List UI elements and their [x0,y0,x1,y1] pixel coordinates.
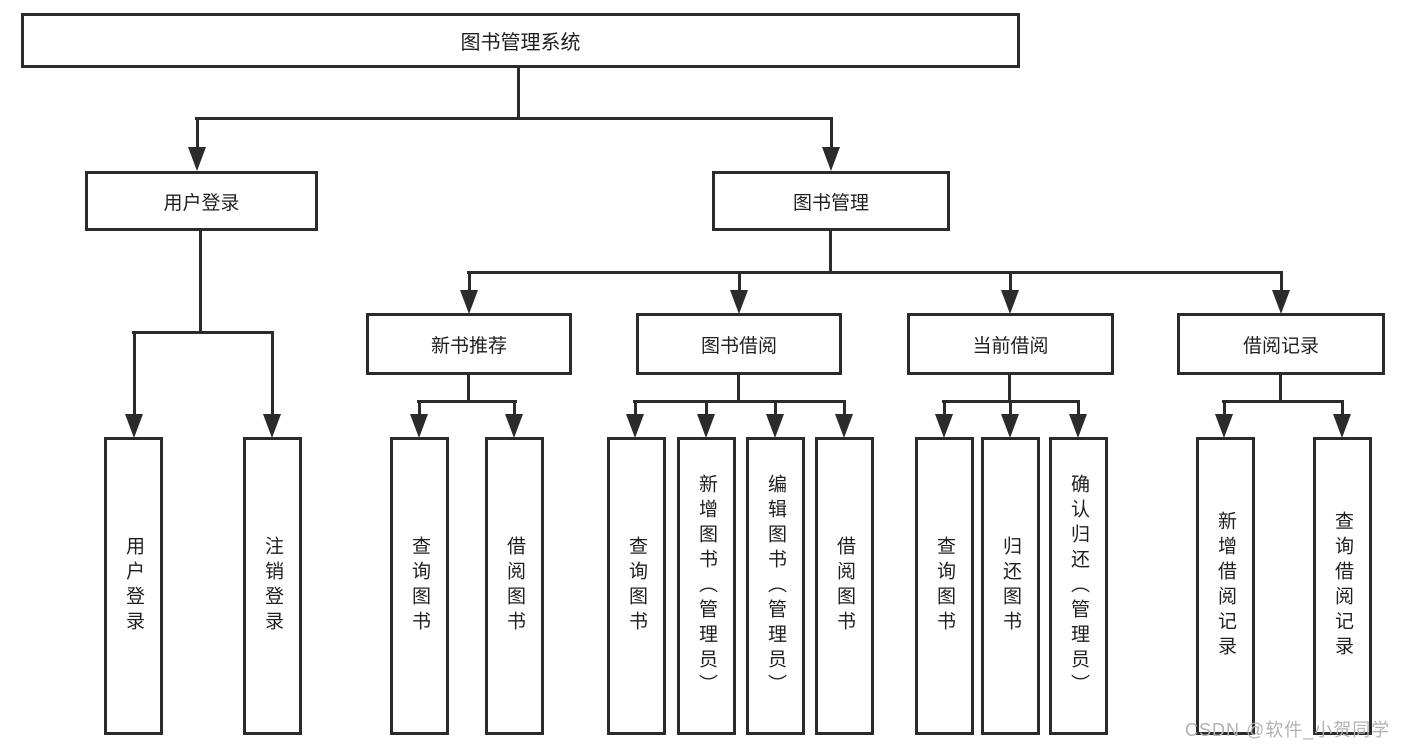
node-new-book-recommend: 新书推荐 [366,313,572,375]
connector-line [417,400,517,403]
connector-line [199,231,202,334]
arrowhead-icon [1333,414,1351,438]
arrowhead-icon [822,147,840,171]
arrowhead-icon [935,414,953,438]
arrowhead-icon [730,290,748,314]
leaf-user-login: 用户登录 [104,437,163,735]
arrow-stem [842,400,846,418]
connector-arrow-down [766,400,784,438]
connector-arrow-down [935,400,953,438]
node-user-login: 用户登录 [85,171,318,231]
leaf-return-books: 归还图书 [981,437,1040,735]
arrow-stem [512,400,516,418]
connector-line [132,331,274,334]
connector-line [517,68,520,118]
leaf-query-books-1: 查询图书 [390,437,449,735]
arrowhead-icon [505,414,523,438]
arrow-stem [1008,271,1012,294]
arrow-stem [132,331,136,418]
connector-line [633,400,846,403]
connector-line [1279,375,1282,403]
arrow-stem [829,117,833,151]
leaf-query-books-3: 查询图书 [915,437,974,735]
connector-arrow-down [460,271,478,314]
leaf-query-borrow-record: 查询借阅记录 [1313,437,1372,735]
arrow-stem [1340,400,1344,418]
connector-line [1008,375,1011,403]
leaf-borrow-books-2: 借阅图书 [815,437,874,735]
connector-line [737,375,740,403]
arrowhead-icon [460,290,478,314]
node-borrow-records: 借阅记录 [1177,313,1385,375]
leaf-logout: 注销登录 [243,437,302,735]
connector-arrow-down [410,400,428,438]
arrow-stem [1076,400,1080,418]
arrowhead-icon [1215,414,1233,438]
arrowhead-icon [835,414,853,438]
connector-line [467,375,470,403]
arrowhead-icon [1069,414,1087,438]
arrowhead-icon [1272,290,1290,314]
arrow-stem [633,400,637,418]
arrowhead-icon [626,414,644,438]
connector-arrow-down [1333,400,1351,438]
arrow-stem [737,271,741,294]
arrowhead-icon [188,147,206,171]
connector-arrow-down [697,400,715,438]
connector-arrow-down [1272,271,1290,314]
arrowhead-icon [1001,290,1019,314]
leaf-borrow-books-1: 借阅图书 [485,437,544,735]
connector-arrow-down [188,117,206,171]
arrow-stem [1008,400,1012,418]
node-library-system: 图书管理系统 [21,13,1020,68]
arrow-stem [773,400,777,418]
arrowhead-icon [125,414,143,438]
arrow-stem [417,400,421,418]
leaf-add-books-admin: 新增图书（管理员） [677,437,736,735]
arrowhead-icon [410,414,428,438]
connector-line [1222,400,1344,403]
connector-arrow-down [263,331,281,438]
connector-arrow-down [1069,400,1087,438]
watermark-text: CSDN @软件_小贺同学 [1185,720,1391,740]
connector-arrow-down [1001,400,1019,438]
leaf-query-books-2: 查询图书 [607,437,666,735]
arrow-stem [270,331,274,418]
connector-line [467,271,1283,274]
arrowhead-icon [697,414,715,438]
connector-arrow-down [626,400,644,438]
arrow-stem [195,117,199,151]
connector-arrow-down [1215,400,1233,438]
connector-arrow-down [125,331,143,438]
node-current-borrowing: 当前借阅 [907,313,1114,375]
leaf-edit-books-admin: 编辑图书（管理员） [746,437,805,735]
connector-arrow-down [730,271,748,314]
connector-arrow-down [505,400,523,438]
connector-arrow-down [822,117,840,171]
arrow-stem [704,400,708,418]
arrow-stem [1222,400,1226,418]
connector-line [829,231,832,274]
arrowhead-icon [766,414,784,438]
arrow-stem [467,271,471,294]
arrow-stem [942,400,946,418]
node-book-management: 图书管理 [712,171,950,231]
arrowhead-icon [263,414,281,438]
connector-arrow-down [1001,271,1019,314]
connector-line [195,117,833,120]
arrow-stem [1279,271,1283,294]
connector-arrow-down [835,400,853,438]
leaf-confirm-return-admin: 确认归还（管理员） [1049,437,1108,735]
leaf-add-borrow-record: 新增借阅记录 [1196,437,1255,735]
node-book-borrowing: 图书借阅 [636,313,842,375]
arrowhead-icon [1001,414,1019,438]
